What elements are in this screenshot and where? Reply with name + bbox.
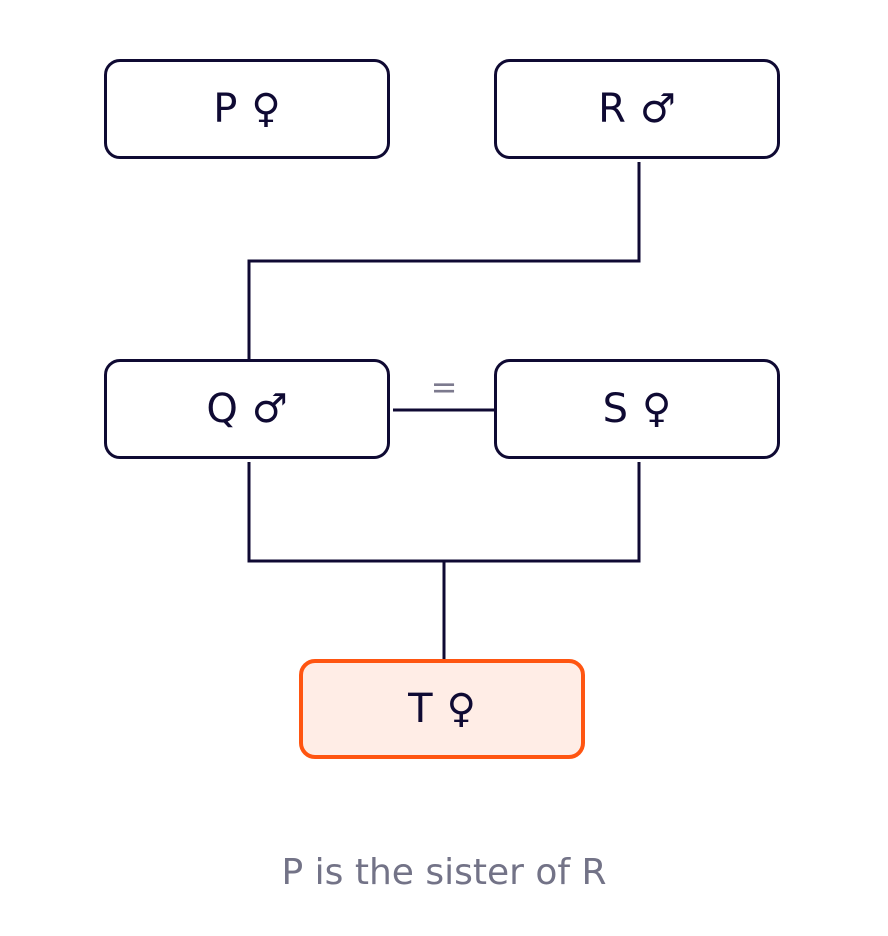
- node-q: Q ♂: [104, 359, 390, 459]
- node-r: R ♂: [494, 59, 780, 159]
- node-p-name: P: [213, 86, 238, 132]
- marriage-symbol: =: [430, 368, 458, 406]
- diagram-caption: P is the sister of R: [281, 852, 607, 893]
- female-icon: ♀: [251, 86, 281, 132]
- node-t: T ♀: [299, 659, 585, 759]
- r-to-q-link: [247, 162, 641, 359]
- male-icon: ♂: [251, 386, 288, 432]
- male-icon: ♂: [639, 86, 676, 132]
- female-icon: ♀: [446, 686, 476, 732]
- node-t-name: T: [408, 686, 433, 732]
- parents-to-child-link: [247, 462, 641, 563]
- node-p: P ♀: [104, 59, 390, 159]
- female-icon: ♀: [642, 386, 672, 432]
- node-r-name: R: [598, 86, 626, 132]
- node-s: S ♀: [494, 359, 780, 459]
- node-s-name: S: [602, 386, 629, 432]
- node-q-name: Q: [206, 386, 238, 432]
